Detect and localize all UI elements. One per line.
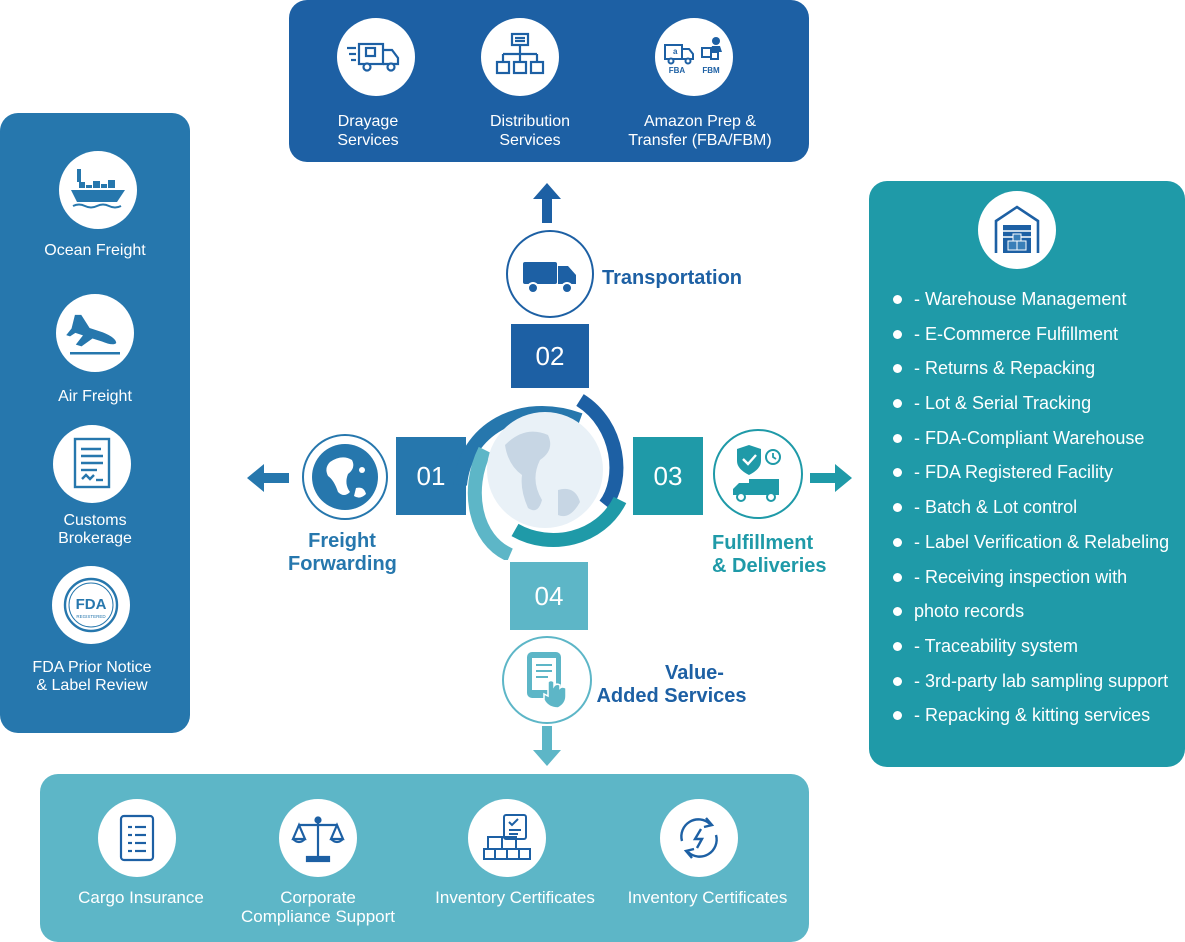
fda-prior-notice-label: FDA Prior Notice & Label Review	[32, 659, 152, 694]
air-freight-label: Air Freight	[58, 388, 132, 405]
list-item: - FDA-Compliant Warehouse	[871, 421, 1169, 456]
fbm-text: FBM	[702, 66, 720, 75]
list-item: - FDA Registered Facility	[871, 455, 1169, 490]
cargo-insurance-label: Cargo Insurance	[78, 888, 204, 907]
globe-land-2	[558, 488, 580, 517]
ocean-freight-label: Ocean Freight	[44, 242, 146, 259]
tablet-touch-icon	[502, 636, 592, 724]
list-item: photo records	[871, 594, 1169, 629]
step-04-block: 04	[510, 562, 588, 630]
arrow-down	[533, 726, 561, 766]
fba-text: FBA	[669, 66, 686, 75]
amazon-prep-transfer-label: Amazon Prep & Transfer (FBA/FBM)	[628, 113, 772, 149]
list-item: - Repacking & kitting services	[871, 698, 1169, 733]
registered-logo-text: REGISTERED	[76, 614, 106, 619]
list-item: - Traceability system	[871, 629, 1169, 664]
step-02-block: 02	[511, 324, 589, 388]
arrow-right	[810, 464, 852, 492]
scales-icon	[279, 799, 357, 877]
list-item: - 3rd-party lab sampling support	[871, 664, 1169, 699]
value-added-services-title: Value- Added Services	[596, 662, 747, 707]
amazon-fba-fbm-icon: a FBA FBM	[655, 18, 733, 96]
globe-core	[487, 412, 603, 528]
list-item: - Returns & Repacking	[871, 351, 1169, 386]
step-03-block: 03	[633, 437, 703, 515]
list-item: - Receiving inspection with	[871, 560, 1169, 595]
fulfillment-deliveries-title: Fulfillment & Deliveries	[712, 532, 827, 577]
truck-box-icon	[337, 18, 415, 96]
distribution-services-label: Distribution Services	[489, 113, 571, 149]
inventory-certificates-label-2: Inventory Certificates	[627, 888, 788, 907]
fda-logo-text: FDA	[76, 596, 107, 613]
refresh-cycle-icon	[660, 799, 738, 877]
list-item: - E-Commerce Fulfillment	[871, 317, 1169, 352]
list-item: - Lot & Serial Tracking	[871, 386, 1169, 421]
swirl-arrow-04	[467, 446, 514, 560]
warehouse-icon	[978, 191, 1056, 269]
list-item: - Warehouse Management	[871, 282, 1169, 317]
corporate-compliance-label: Corporate Compliance Support	[240, 888, 396, 926]
fda-seal-icon: FDA REGISTERED	[52, 566, 130, 644]
arrow-up	[533, 183, 561, 223]
globe-icon	[302, 434, 388, 520]
boxes-checklist-icon	[468, 799, 546, 877]
drayage-services-label: Drayage Services	[337, 113, 399, 149]
cycle-swirl	[453, 394, 627, 560]
svg-text:a: a	[673, 47, 678, 56]
freight-forwarding-title: Freight Forwarding	[288, 530, 397, 575]
ship-icon	[59, 151, 137, 229]
transportation-title: Transportation	[602, 267, 743, 289]
swirl-arrow-02	[575, 394, 624, 510]
customs-brokerage-label: Customs Brokerage	[58, 512, 132, 547]
fulfillment-panel	[869, 181, 1185, 767]
warehouse-services-list: - Warehouse Management - E-Commerce Fulf…	[871, 282, 1169, 733]
truck-icon	[506, 230, 594, 318]
document-icon	[53, 425, 131, 503]
airplane-icon	[56, 294, 134, 372]
list-item: - Batch & Lot control	[871, 490, 1169, 525]
list-item: - Label Verification & Relabeling	[871, 525, 1169, 560]
arrow-left	[247, 464, 289, 492]
checklist-icon	[98, 799, 176, 877]
globe-land	[505, 431, 551, 511]
shield-truck-icon	[713, 429, 803, 519]
distribution-tree-icon	[481, 18, 559, 96]
inventory-certificates-label: Inventory Certificates	[435, 888, 595, 907]
swirl-arrow-03	[511, 496, 627, 547]
